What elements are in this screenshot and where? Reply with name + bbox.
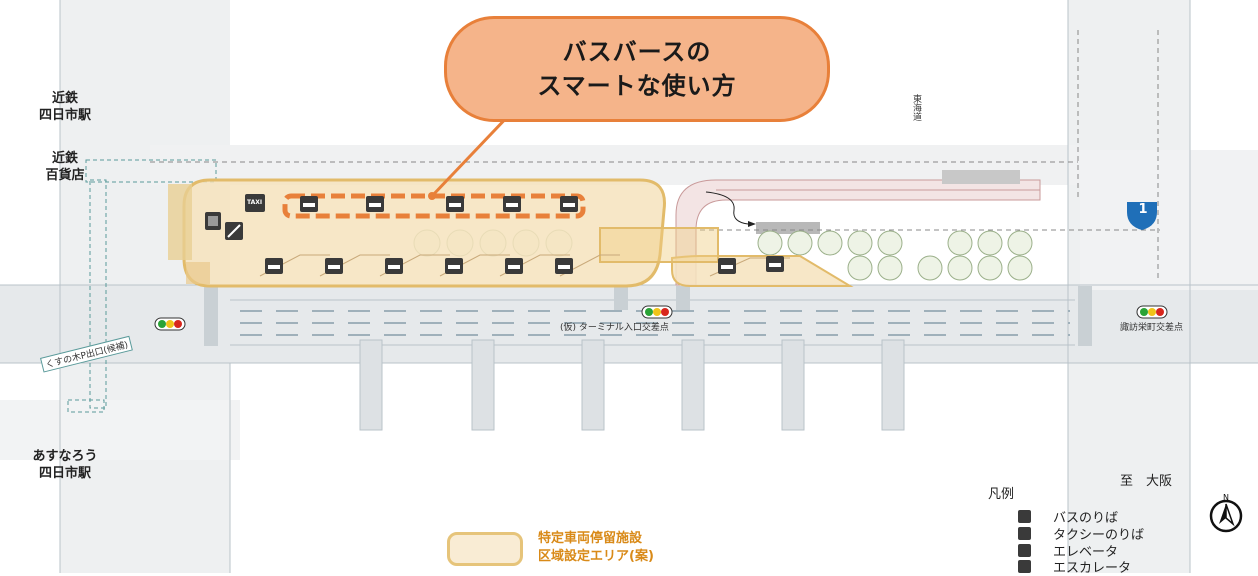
legend-item-escalator: エスカレータ [1018, 557, 1131, 576]
taxi-icon-label: TAXI [247, 199, 263, 206]
callout-bubble: バスバースの スマートな使い方 [444, 16, 830, 122]
route-number: 1 [1138, 202, 1148, 217]
taxi-icon [245, 194, 265, 212]
area-legend-text: 特定車両停留施設 区域設定エリア(案) [538, 531, 654, 564]
station-label-kintetsu-dept: 近鉄 百貨店 [45, 151, 85, 183]
crossing-label-suwa: 諏訪栄町交差点 [1120, 323, 1184, 333]
crossing-label-terminal: (仮) ターミナル入口交差点 [560, 323, 669, 333]
legend-item-elevator: エレベータ [1018, 541, 1118, 560]
elevator-icon [1018, 544, 1031, 557]
station-label-kintetsu-yokkaichi: 近鉄 四日市駅 [38, 91, 91, 123]
legend-item-taxi: タクシーのりば [1018, 524, 1144, 543]
route-shield-icon [1127, 202, 1157, 230]
north-arrow-icon: N [1209, 493, 1243, 533]
svg-text:N: N [1223, 493, 1229, 502]
callout-line1: バスバースの [562, 38, 712, 66]
street-label-tokaido: 東海道 [911, 94, 921, 121]
escalator-icon [1018, 560, 1031, 573]
callout-line2: スマートな使い方 [537, 72, 737, 100]
bus-icon [1018, 510, 1031, 523]
taxi-icon [1018, 527, 1031, 540]
area-legend-swatch [447, 532, 523, 566]
legend-item-bus: バスのりば [1018, 507, 1118, 526]
direction-label-osaka: 至 大阪 [1120, 474, 1173, 489]
traffic-signal-icons [154, 305, 1168, 331]
legend-title: 凡例 [988, 487, 1015, 502]
station-label-asunarou: あすなろう 四日市駅 [32, 449, 98, 481]
